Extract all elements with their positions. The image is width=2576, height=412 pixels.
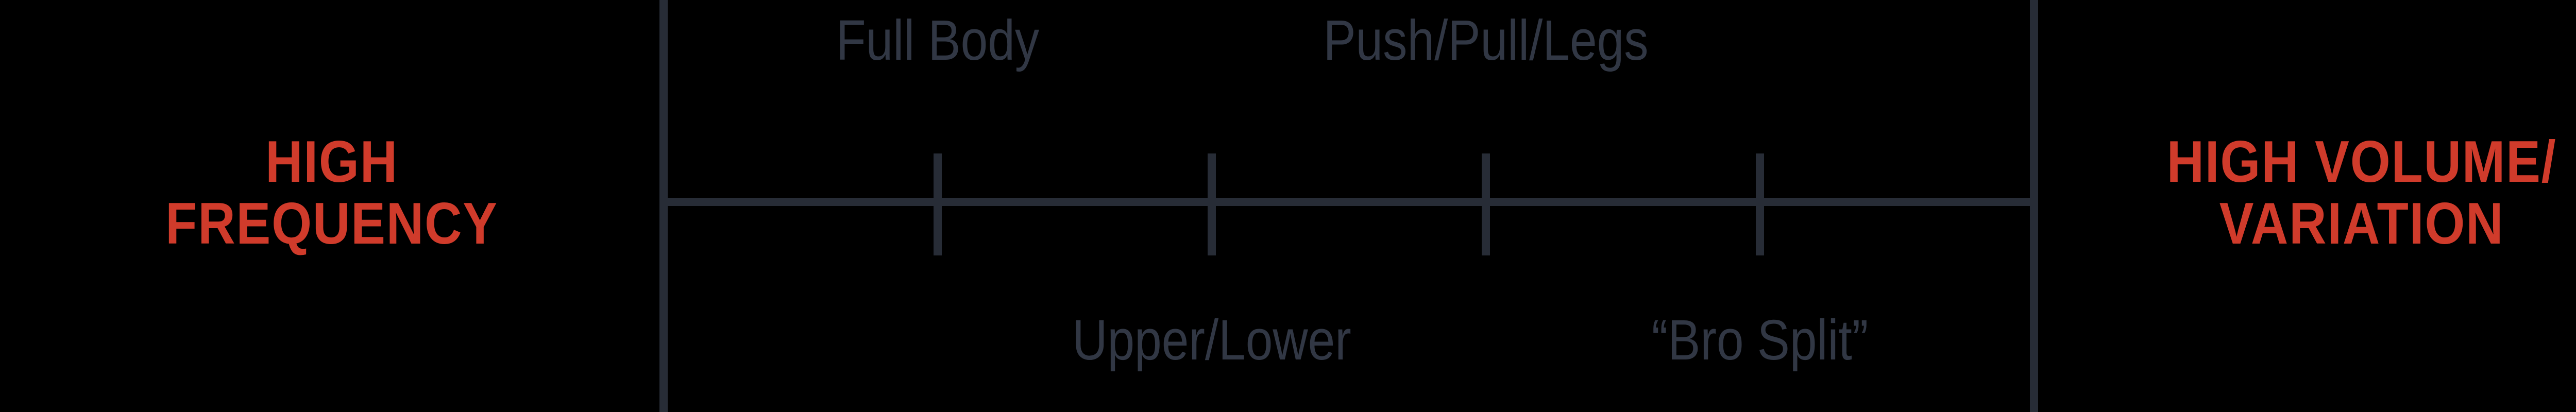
tick-label-push-pull-legs: Push/Pull/Legs [1323, 9, 1649, 72]
tick-mark-full-body [934, 153, 942, 255]
high-volume-variation-label-line2: VARIATION [2219, 191, 2504, 256]
tick-mark-upper-lower [1208, 153, 1216, 255]
left-bracket-line [659, 0, 668, 412]
high-volume-variation-label-line1: HIGH VOLUME/ [2166, 129, 2557, 195]
tick-label-full-body: Full Body [836, 9, 1040, 72]
high-frequency-label-line1: HIGH [265, 129, 398, 195]
tick-label-upper-lower: Upper/Lower [1072, 308, 1351, 372]
high-volume-variation-label: HIGH VOLUME/ VARIATION [2073, 131, 2576, 255]
tick-mark-bro-split [1756, 153, 1764, 255]
right-bracket-line [2030, 0, 2038, 412]
tick-label-bro-split: “Bro Split” [1651, 308, 1869, 372]
high-frequency-label-line2: FREQUENCY [165, 191, 498, 256]
tick-mark-push-pull-legs [1482, 153, 1490, 255]
spectrum-axis-line [659, 198, 2038, 206]
high-frequency-label: HIGH FREQUENCY [40, 131, 623, 255]
